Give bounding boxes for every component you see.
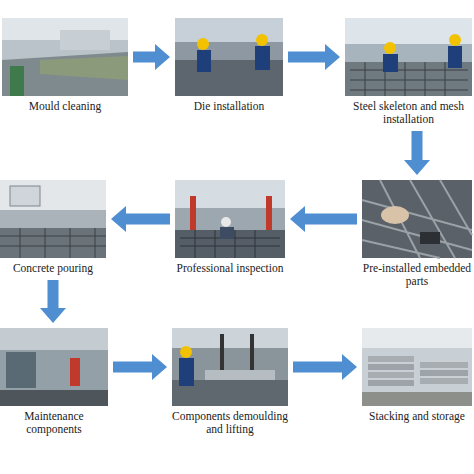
process-step: Pre-installed embedded parts <box>362 180 472 288</box>
step-caption: Stacking and storage <box>358 410 474 423</box>
process-step: Stacking and storage <box>362 328 472 423</box>
process-step: Professional inspection <box>175 180 285 275</box>
process-step: Concrete pouring <box>0 180 106 275</box>
step-caption: Components demoulding and lifting <box>168 410 292 436</box>
flow-arrow <box>111 206 170 232</box>
process-step: Components demoulding and lifting <box>172 328 288 436</box>
process-step: Maintenance components <box>0 328 108 436</box>
step-caption: Die installation <box>171 100 287 113</box>
photo <box>175 180 285 258</box>
flow-arrow <box>133 44 170 70</box>
photo <box>0 328 108 406</box>
flow-arrow <box>40 280 66 323</box>
process-step: Die installation <box>175 18 283 113</box>
photo <box>362 328 472 406</box>
process-step: Mould cleaning <box>2 18 128 113</box>
flow-arrow <box>404 131 430 175</box>
step-caption: Professional inspection <box>171 262 289 275</box>
photo <box>175 18 283 96</box>
flow-arrow <box>288 44 340 70</box>
photo <box>0 180 106 258</box>
step-caption: Maintenance components <box>0 410 112 436</box>
photo <box>345 18 472 96</box>
photo <box>172 328 288 406</box>
photo <box>2 18 128 96</box>
step-caption: Concrete pouring <box>0 262 110 275</box>
flow-arrow <box>113 354 167 380</box>
step-caption: Pre-installed embedded parts <box>358 262 474 288</box>
step-caption: Steel skeleton and mesh installation <box>341 100 474 126</box>
photo <box>362 180 472 258</box>
step-caption: Mould cleaning <box>0 100 132 113</box>
process-step: Steel skeleton and mesh installation <box>345 18 472 126</box>
flow-arrow <box>290 206 357 232</box>
flow-arrow <box>293 354 357 380</box>
